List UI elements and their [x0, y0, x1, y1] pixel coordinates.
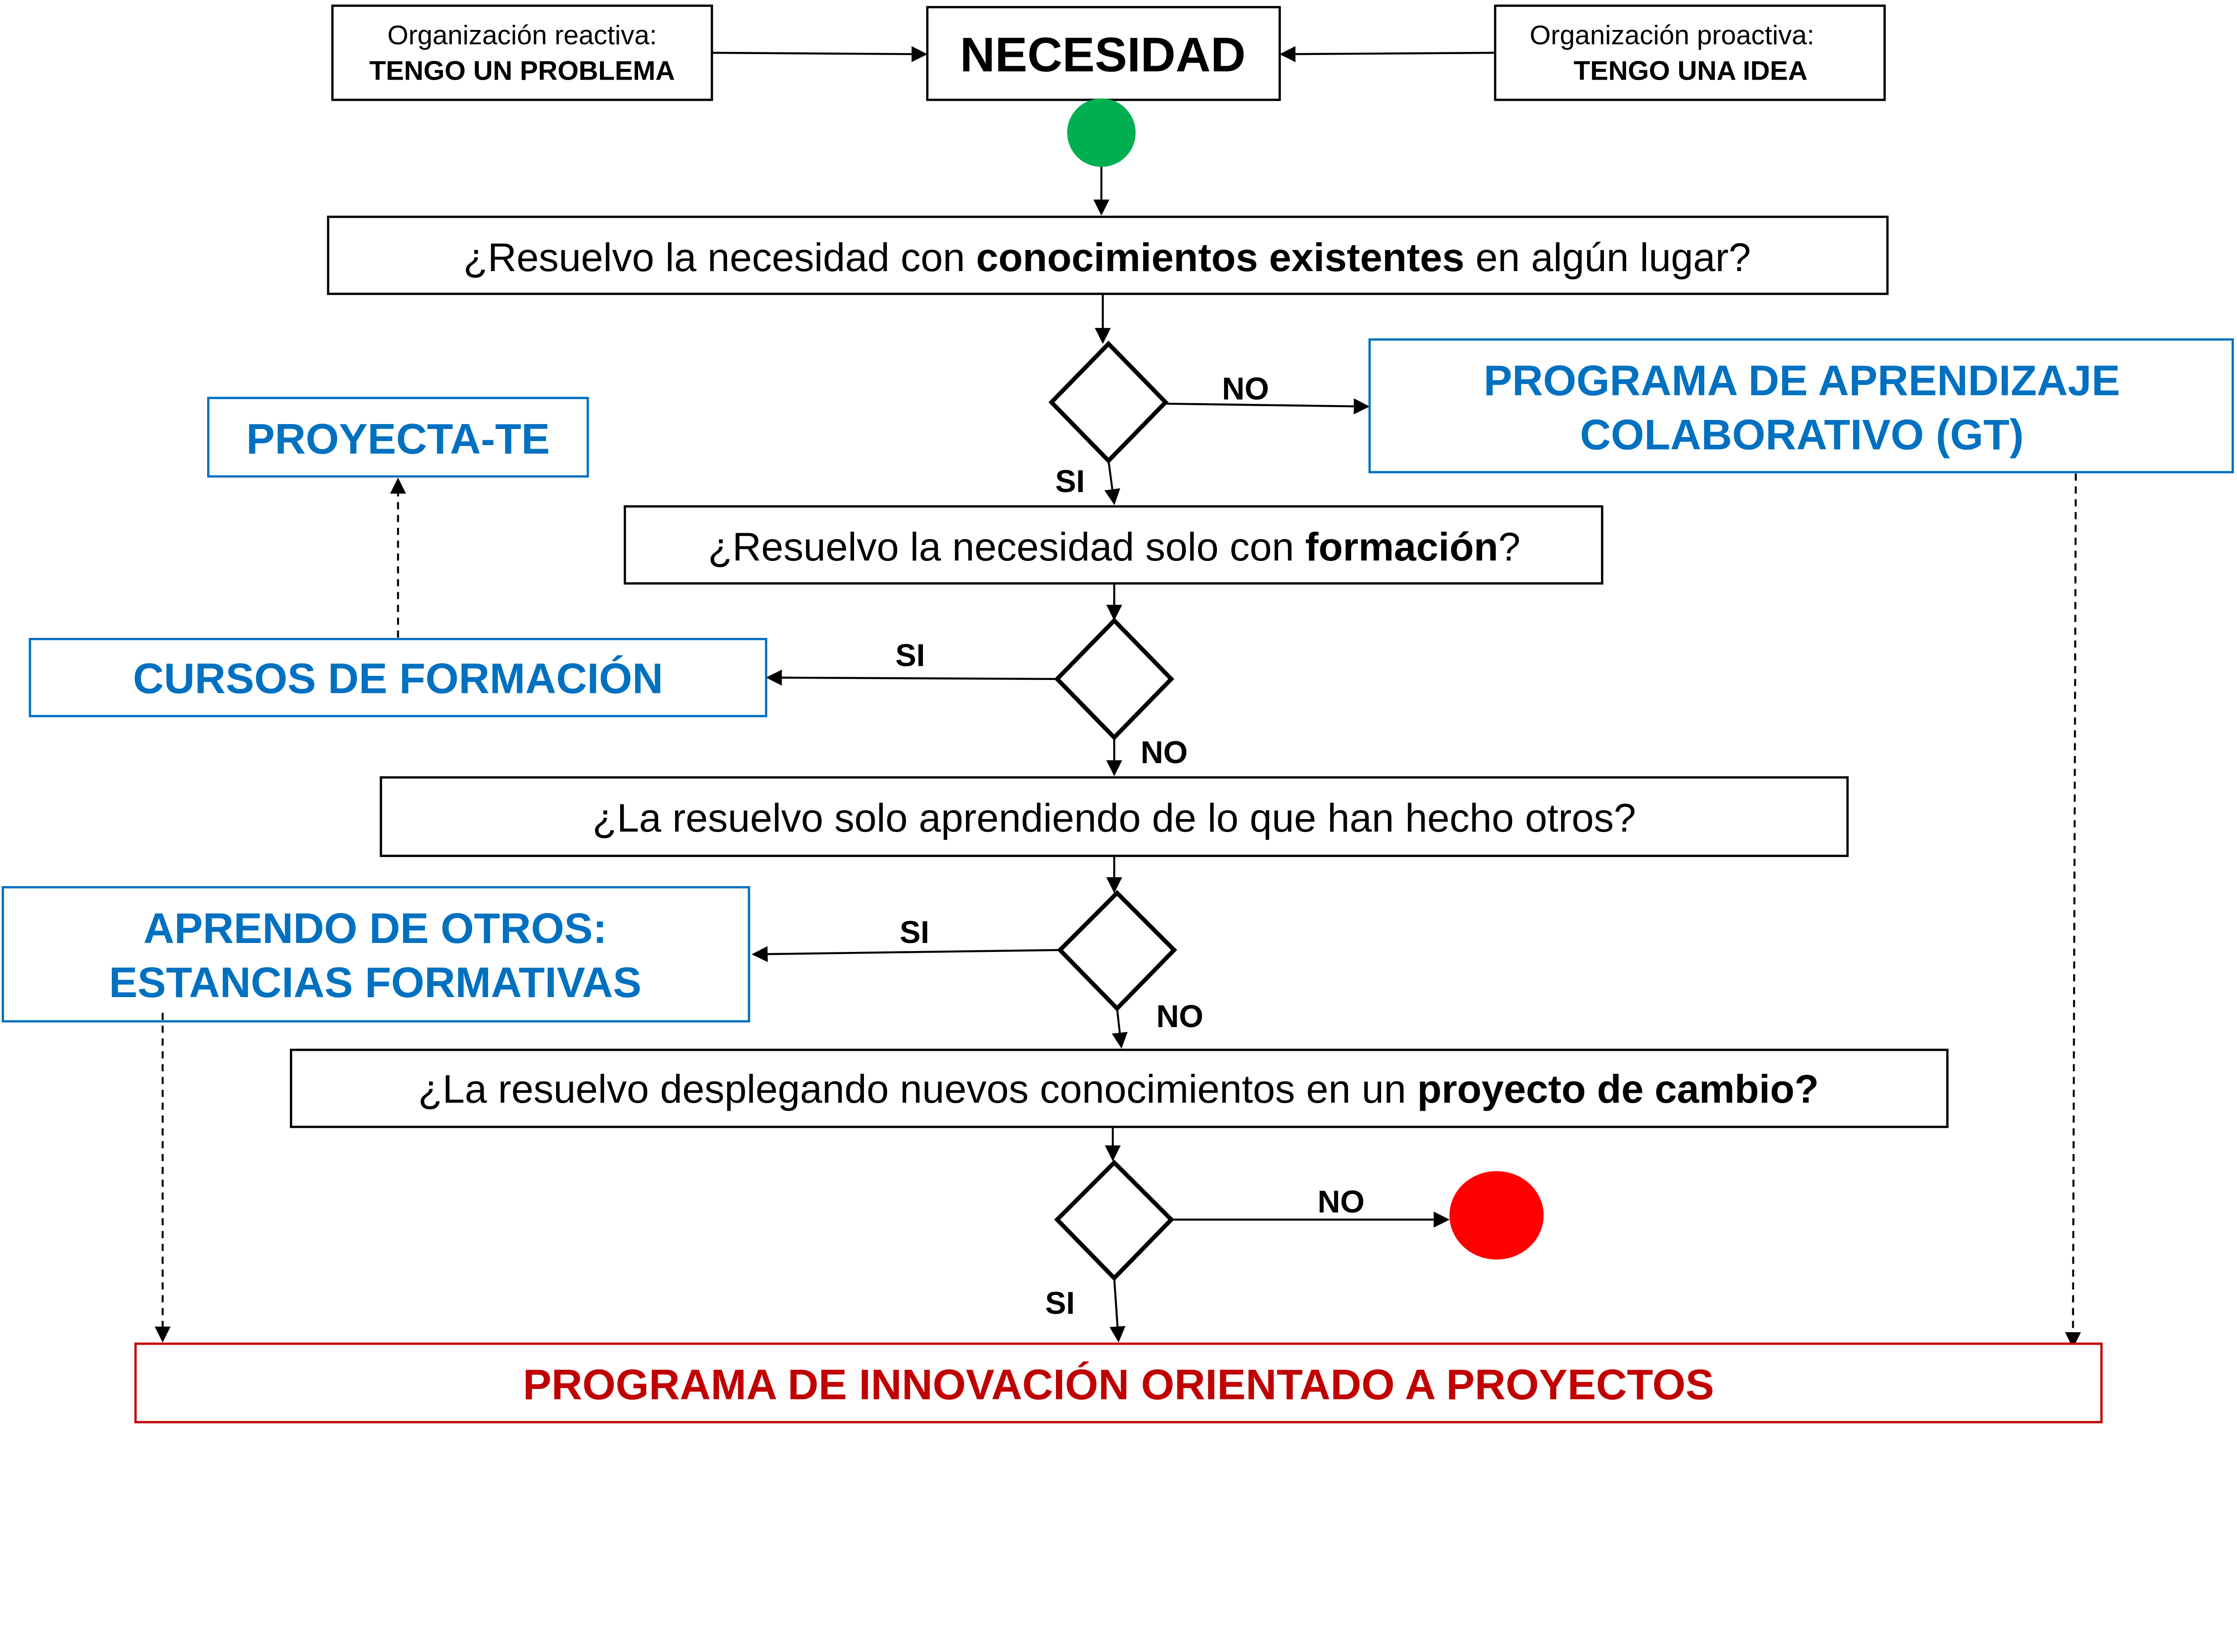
dashed-arrow [2065, 473, 2081, 1348]
proyecta-te-label: PROYECTA-TE [246, 415, 549, 463]
question-4: ¿La resuelvo desplegando nuevos conocimi… [418, 1066, 1819, 1111]
no-label: NO [1157, 998, 1204, 1034]
gt-program-box: PROGRAMA DE APRENDIZAJE COLABORATIVO (GT… [1368, 338, 2234, 474]
end-node [1449, 1171, 1544, 1260]
innovation-program-box: PROGRAMA DE INNOVACIÓN ORIENTADO A PROYE… [134, 1342, 2103, 1423]
arrow [712, 46, 928, 62]
need-box: NECESIDAD [926, 6, 1281, 101]
aprendo-box: APRENDO DE OTROS: ESTANCIAS FORMATIVAS [1, 886, 750, 1023]
innovation-program-label: PROGRAMA DE INNOVACIÓN ORIENTADO A PROYE… [523, 1361, 1714, 1409]
yes-label: SI [900, 914, 929, 950]
proactive-title: TENGO UNA IDEA [1574, 55, 1807, 86]
proactive-label: Organización proactiva: [1530, 20, 1814, 50]
yes-label: SI [895, 637, 925, 673]
decision-3 [1057, 890, 1178, 1012]
question-1-box [327, 216, 1889, 295]
proyecta-te-box: PROYECTA-TE [207, 397, 589, 478]
cursos-label: CURSOS DE FORMACIÓN [133, 655, 663, 703]
arrow [1279, 46, 1495, 62]
start-node [1067, 98, 1136, 167]
reactive-label: Organización reactiva: [387, 20, 657, 50]
arrow [1112, 1008, 1128, 1049]
decision-2 [1054, 617, 1174, 741]
arrow [1165, 398, 1370, 415]
gt-line1: PROGRAMA DE APRENDIZAJE [1484, 357, 2120, 404]
question-4-box [289, 1049, 1949, 1128]
flowchart: Organización reactiva: TENGO UN PROBLEMA… [1, 4, 2234, 1423]
arrow [752, 946, 1060, 962]
no-label: NO [1140, 735, 1187, 770]
question-3-box [379, 776, 1849, 857]
reactive-title: TENGO UN PROBLEMA [369, 55, 675, 86]
no-label: NO [1222, 371, 1269, 406]
cursos-box: CURSOS DE FORMACIÓN [29, 638, 767, 718]
reactive-box: Organización reactiva: TENGO UN PROBLEMA [331, 4, 713, 101]
aprendo-line2: ESTANCIAS FORMATIVAS [109, 959, 641, 1006]
decision-4 [1054, 1159, 1174, 1281]
question-3: ¿La resuelvo solo aprendiendo de lo que … [592, 795, 1636, 840]
no-label: NO [1318, 1184, 1365, 1219]
gt-line2: COLABORATIVO (GT) [1580, 411, 2024, 459]
arrow [766, 669, 1057, 686]
question-2: ¿Resuelvo la necesidad solo con formació… [708, 524, 1520, 569]
aprendo-line1: APRENDO DE OTROS: [143, 905, 607, 952]
proactive-box: Organización proactiva: TENGO UNA IDEA [1494, 4, 1886, 101]
yes-label: SI [1045, 1285, 1075, 1321]
question-1: ¿Resuelvo la necesidad con conocimientos… [464, 235, 1751, 280]
arrow [1104, 460, 1120, 505]
yes-label: SI [1055, 463, 1084, 499]
arrow [1109, 1278, 1126, 1343]
need-title: NECESIDAD [960, 27, 1246, 81]
question-2-box [624, 505, 1603, 585]
decision-1 [1048, 340, 1169, 464]
